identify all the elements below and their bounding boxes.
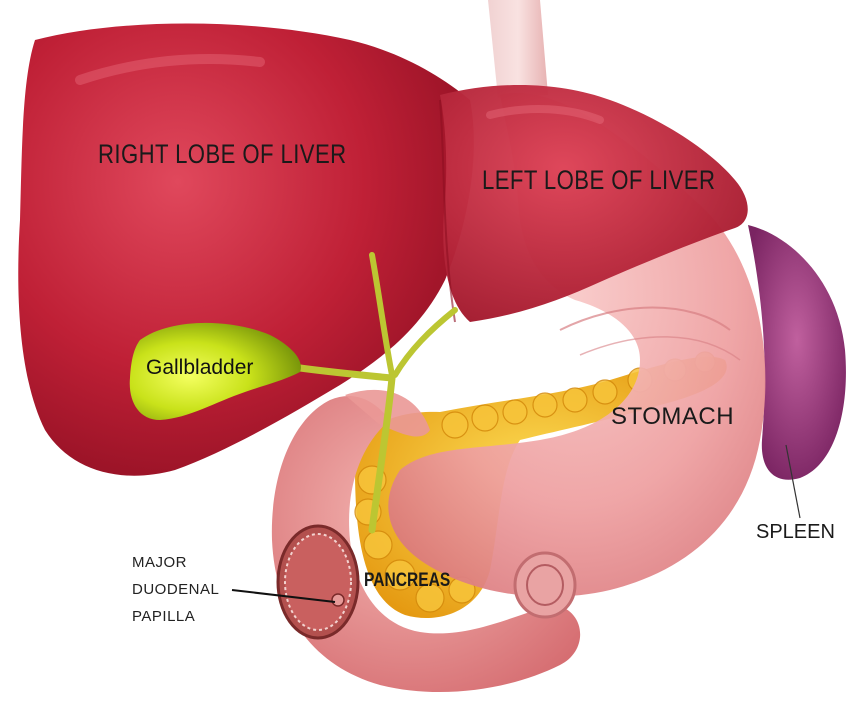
bile-ducts (296, 252, 458, 534)
label-spleen: SPLEEN (756, 521, 835, 543)
label-papilla-line-3: PAPILLA (132, 608, 196, 625)
spleen (748, 225, 846, 480)
liver-left-lobe (440, 84, 748, 322)
esophagus (488, 0, 548, 98)
papilla-leader (231, 589, 336, 603)
pylorus (513, 551, 577, 619)
label-papilla-line-1: MAJOR (132, 554, 187, 571)
label-left-lobe-of-liver: LEFT LOBE OF LIVER (482, 165, 716, 195)
papilla-point (331, 593, 345, 607)
label-pancreas: PANCREAS (364, 570, 451, 591)
label-right-lobe-of-liver: RIGHT LOBE OF LIVER (98, 139, 347, 169)
label-papilla-line-2: DUODENAL (132, 581, 220, 598)
spleen-leader (785, 444, 801, 519)
label-stomach: STOMACH (611, 403, 735, 430)
label-gallbladder: Gallbladder (146, 356, 254, 379)
gallbladder (129, 322, 301, 420)
